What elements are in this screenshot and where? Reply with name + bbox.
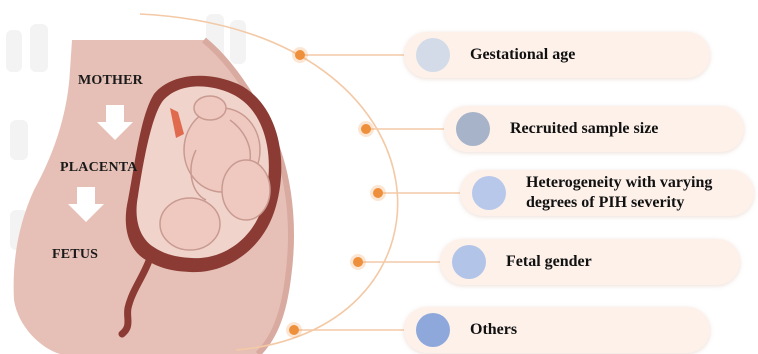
factor-label: Heterogeneity with varying degrees of PI… <box>526 173 746 213</box>
factor-bullet-icon <box>456 112 490 146</box>
factor-bullet-icon <box>452 245 486 279</box>
factor-pill-sample-size: Recruited sample size <box>444 106 744 152</box>
arc-dot <box>295 50 305 60</box>
factor-label: Others <box>470 320 517 340</box>
arc-dot <box>289 325 299 335</box>
factor-pill-heterogeneity: Heterogeneity with varying degrees of PI… <box>460 170 754 216</box>
arc-dot <box>373 188 383 198</box>
factor-bullet-icon <box>472 176 506 210</box>
mother-label: MOTHER <box>78 73 143 89</box>
fetus-label: FETUS <box>52 247 98 263</box>
factor-bullet-icon <box>416 38 450 72</box>
factor-label: Fetal gender <box>506 252 592 272</box>
factor-label: Gestational age <box>470 45 575 65</box>
factor-pill-fetal-gender: Fetal gender <box>440 239 740 285</box>
factor-pill-others: Others <box>404 307 710 353</box>
factor-label: Recruited sample size <box>510 119 658 139</box>
placenta-label: PLACENTA <box>60 160 138 176</box>
factor-pill-gestational-age: Gestational age <box>404 32 710 78</box>
arc-dot <box>353 257 363 267</box>
factor-bullet-icon <box>416 313 450 347</box>
arc-dot <box>361 124 371 134</box>
